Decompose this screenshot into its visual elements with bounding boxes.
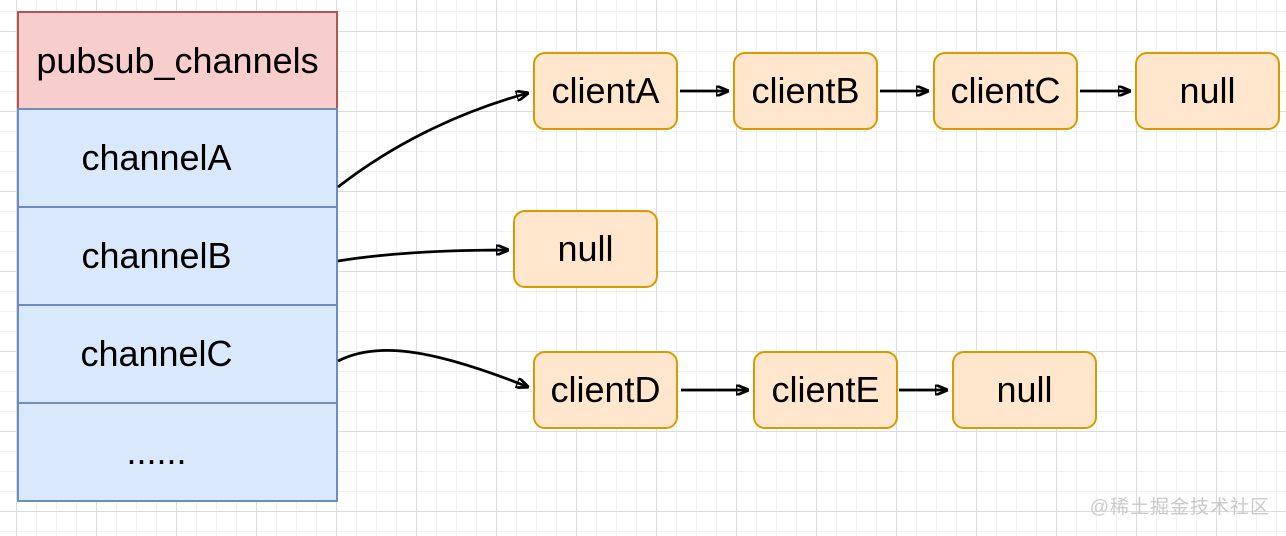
node-clientC: clientC bbox=[933, 52, 1078, 130]
table-row-channelA: channelA bbox=[17, 108, 338, 208]
table-row-ellipsis: ...... bbox=[17, 402, 338, 502]
table-header-pubsub-channels: pubsub_channels bbox=[17, 11, 338, 110]
watermark-text: @稀土掘金技术社区 bbox=[1089, 497, 1270, 518]
node-clientE: clientE bbox=[753, 351, 898, 429]
arrow-channelA-to-clientA bbox=[337, 93, 528, 189]
node-null-list2: null bbox=[513, 210, 658, 288]
node-clientA: clientA bbox=[533, 52, 678, 130]
node-null-list3: null bbox=[952, 351, 1097, 429]
node-clientB: clientB bbox=[733, 52, 878, 130]
table-row-channelB: channelB bbox=[17, 206, 338, 306]
table-row-channelC: channelC bbox=[17, 304, 338, 404]
pubsub-channels-table: pubsub_channels channelA channelB channe… bbox=[17, 11, 338, 502]
node-clientD: clientD bbox=[533, 351, 678, 429]
node-null-list1: null bbox=[1135, 52, 1280, 130]
arrow-channelB-to-null bbox=[337, 250, 508, 263]
arrow-channelC-to-clientD bbox=[337, 349, 528, 387]
